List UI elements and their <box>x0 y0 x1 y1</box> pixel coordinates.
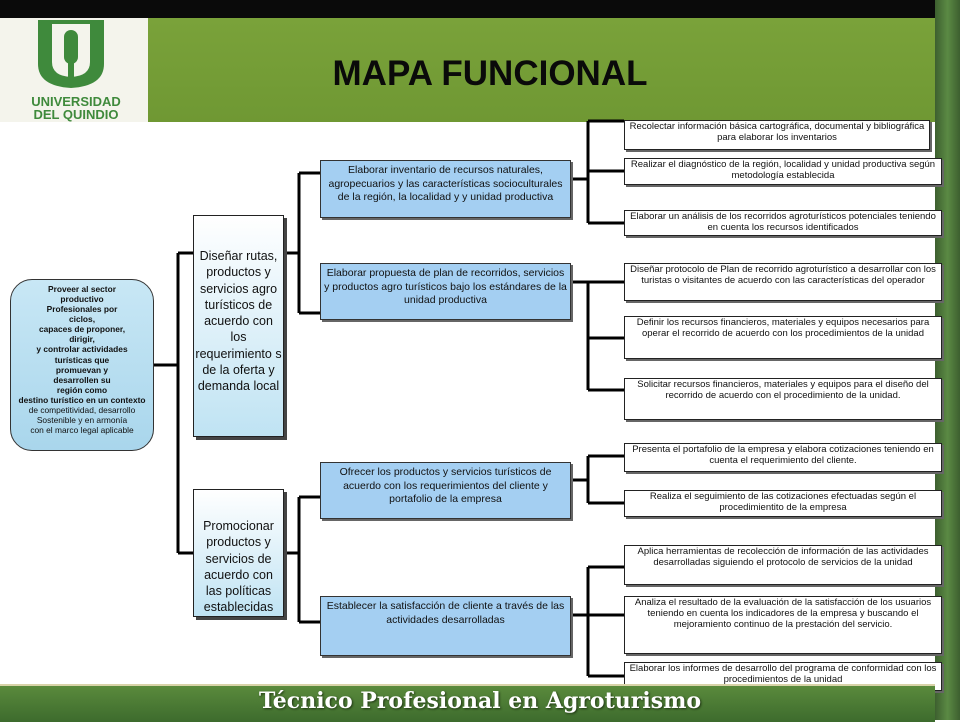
root-line: dirigir, <box>69 334 95 345</box>
logo-emblem: UNIVERSIDAD DEL QUINDIO <box>0 18 148 122</box>
root-line: Proveer al sector <box>48 284 116 294</box>
root-line: productivo <box>60 294 104 305</box>
page-title: MAPA FUNCIONAL <box>332 54 648 93</box>
logo-line1: UNIVERSIDAD <box>31 94 121 109</box>
header-band <box>0 18 935 122</box>
subfunction-box-client-satisfaction: Establecer la satisfacción de cliente a … <box>320 596 571 656</box>
activity-box: Recolectar información básica cartográfi… <box>624 120 930 150</box>
activity-box: Solicitar recursos financieros, material… <box>624 378 942 420</box>
root-line: turísticas que <box>54 354 110 365</box>
activity-box: Presenta el portafolio de la empresa y e… <box>624 443 942 472</box>
root-line: Sostenible y en armonía <box>36 415 128 426</box>
root-line: promuevan y <box>55 364 109 375</box>
function-box-design-routes: Diseñar rutas, productos y servicios agr… <box>193 215 284 437</box>
root-line: ciclos, <box>68 314 96 325</box>
university-logo: UNIVERSIDAD DEL QUINDIO <box>0 18 148 122</box>
activity-box: Analiza el resultado de la evaluación de… <box>624 596 942 654</box>
subfunction-box-route-plan: Elaborar propuesta de plan de recorridos… <box>320 263 571 320</box>
top-bar <box>0 0 960 18</box>
footer-title: Técnico Profesional en Agroturismo <box>258 688 702 714</box>
activity-box: Elaborar un análisis de los recorridos a… <box>624 210 942 236</box>
function-box-promote-products: Promocionar productos y servicios de acu… <box>193 489 284 617</box>
subfunction-box-inventory: Elaborar inventario de recursos naturale… <box>320 160 571 218</box>
root-line: región como <box>56 384 108 395</box>
activity-box: Realiza el seguimiento de las cotizacion… <box>624 490 942 517</box>
root-line: desarrollen su <box>53 374 111 385</box>
subfunction-box-offer-products: Ofrecer los productos y servicios turíst… <box>320 462 571 519</box>
root-line: destino turístico en un contexto <box>18 394 146 405</box>
root-line: Profesionales por <box>46 304 118 315</box>
footer-band <box>0 684 935 722</box>
activity-box: Diseñar protocolo de Plan de recorrido a… <box>624 263 942 301</box>
root-line: capaces de proponer, <box>38 324 126 335</box>
root-line: y controlar actividades <box>36 344 128 355</box>
activity-box: Aplica herramientas de recolección de in… <box>624 545 942 585</box>
root-line: con el marco legal aplicable <box>30 425 134 436</box>
activity-box: Definir los recursos financieros, materi… <box>624 316 942 359</box>
root-line: de competitividad, desarrollo <box>28 404 136 415</box>
root-objective-box: Proveer al sector productivo Profesional… <box>10 279 154 451</box>
logo-line2: DEL QUINDIO <box>34 107 119 122</box>
activity-box: Realizar el diagnóstico de la región, lo… <box>624 158 942 185</box>
